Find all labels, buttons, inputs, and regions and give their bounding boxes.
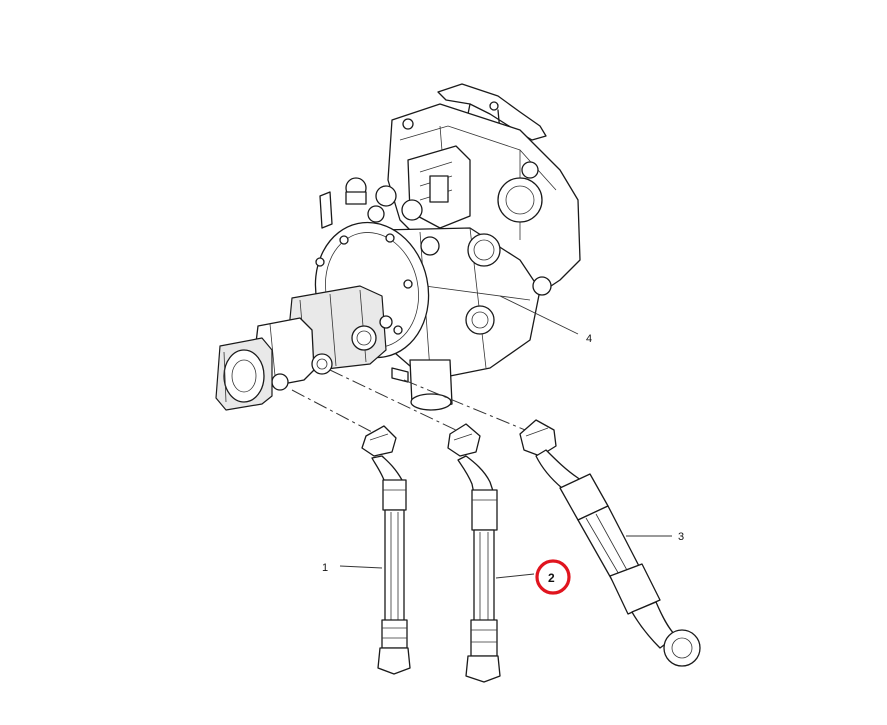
leader-lines: [339, 295, 672, 579]
callout-2[interactable]: 2: [548, 571, 555, 585]
callout-1[interactable]: 1: [322, 562, 328, 574]
callout-3[interactable]: 3: [678, 531, 684, 543]
hose-part-2[interactable]: [447, 423, 501, 683]
hydraulic-pump-assembly[interactable]: [215, 83, 581, 411]
selection-ring: [535, 559, 571, 595]
hose-part-3[interactable]: [519, 419, 701, 667]
callout-4[interactable]: 4: [586, 333, 592, 345]
hose-part-1[interactable]: [361, 425, 411, 675]
connection-centerlines: [291, 369, 531, 433]
